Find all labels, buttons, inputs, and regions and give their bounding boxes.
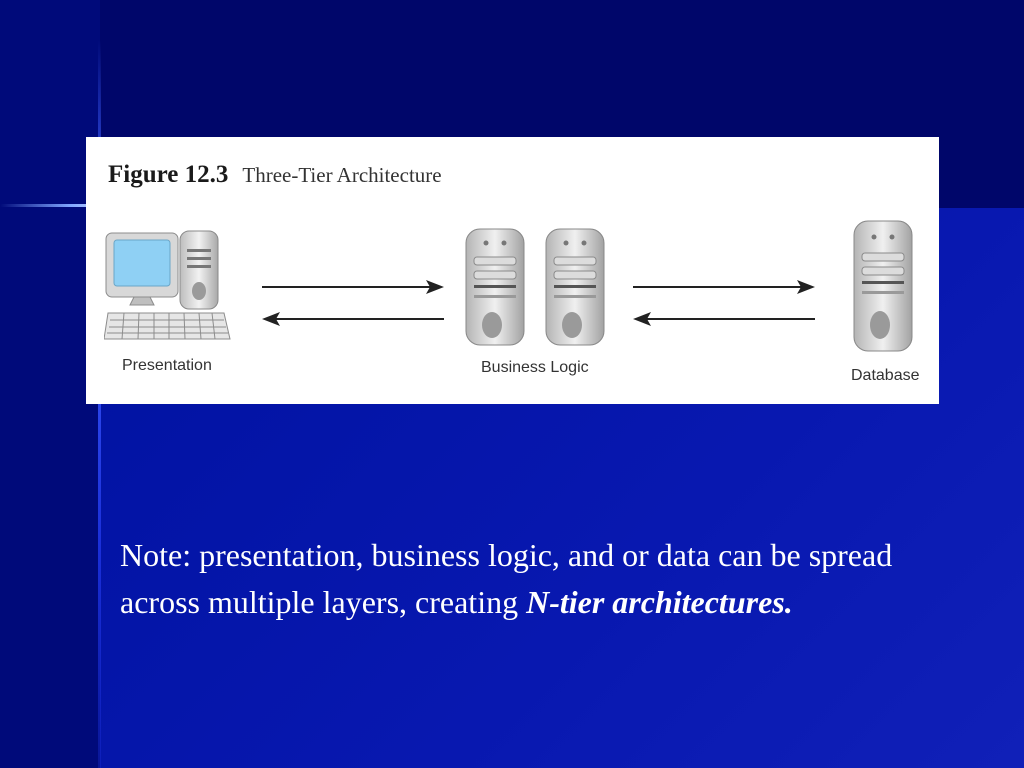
note-text: Note: presentation, business logic, and …	[120, 532, 950, 626]
vertical-accent-line	[98, 40, 101, 768]
figure-title: Figure 12.3 Three-Tier Architecture	[108, 161, 442, 189]
background-left-band	[0, 0, 100, 768]
client-computer-icon	[104, 230, 231, 340]
note-end: .	[784, 584, 793, 620]
database-server-icon	[853, 220, 913, 352]
business-logic-label: Business Logic	[481, 359, 589, 376]
figure-number: Figure 12.3	[108, 161, 229, 188]
note-body: Note: presentation, business logic, and …	[120, 537, 893, 620]
arrows-presentation-business-icon	[262, 280, 444, 326]
arrows-business-database-icon	[633, 280, 815, 326]
presentation-label: Presentation	[122, 357, 212, 374]
figure-panel: Figure 12.3 Three-Tier Architecture	[86, 137, 939, 404]
figure-caption: Three-Tier Architecture	[242, 163, 442, 187]
business-server-1-icon	[465, 228, 525, 346]
horizontal-accent-line	[0, 204, 100, 207]
note-emphasis: N-tier architectures	[526, 584, 785, 620]
business-server-2-icon	[545, 228, 605, 346]
database-label: Database	[851, 367, 920, 384]
